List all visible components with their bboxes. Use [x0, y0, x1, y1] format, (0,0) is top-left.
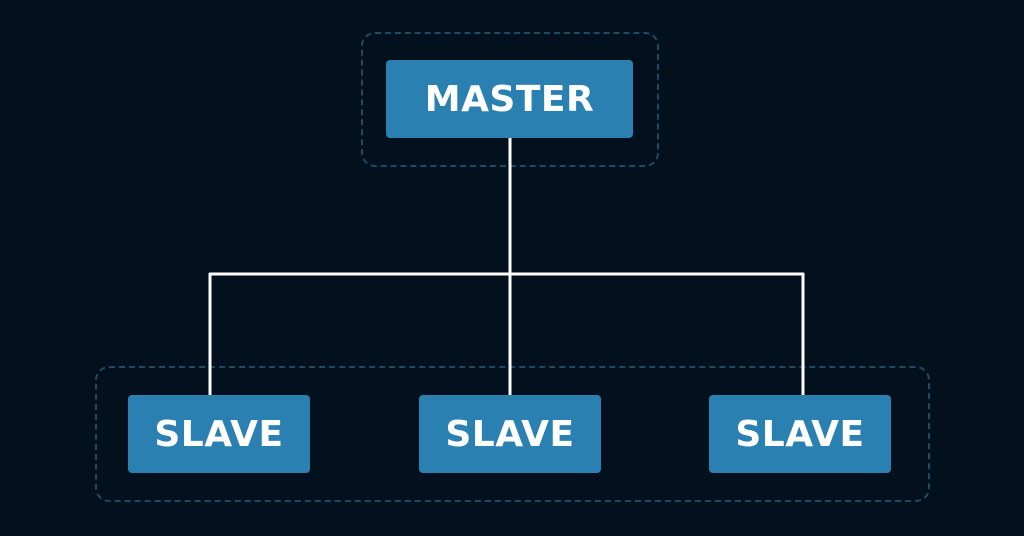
slave-node-label: SLAVE — [735, 413, 865, 455]
slave-node-label: SLAVE — [445, 413, 575, 455]
slave-node-2: SLAVE — [419, 395, 601, 473]
slave-group-outline — [95, 366, 930, 502]
slave-node-label: SLAVE — [154, 413, 284, 455]
slave-node-1: SLAVE — [128, 395, 310, 473]
master-node: MASTER — [386, 60, 633, 138]
slave-node-3: SLAVE — [709, 395, 891, 473]
master-node-label: MASTER — [424, 78, 595, 120]
